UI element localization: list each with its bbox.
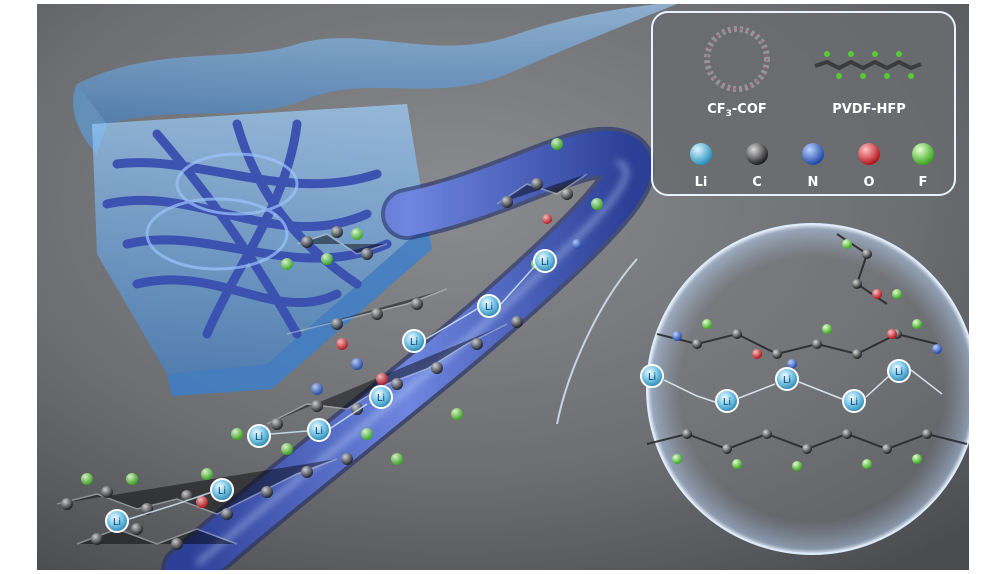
cof-ring-icon <box>704 26 770 92</box>
legend-atom-n: N <box>802 143 824 190</box>
svg-text:O: O <box>863 175 874 190</box>
li-ion: Li <box>715 389 739 413</box>
svg-text:Li: Li <box>218 486 226 497</box>
li-ion: Li <box>307 418 331 442</box>
li-ion: Li <box>842 389 866 413</box>
svg-text:Li: Li <box>723 397 731 408</box>
li-ion: Li <box>402 329 426 353</box>
svg-text:Li: Li <box>895 367 903 378</box>
li-ion: Li <box>477 294 501 318</box>
svg-text:Li: Li <box>850 397 858 408</box>
svg-text:Li: Li <box>410 337 418 348</box>
legend-material-pvdf: PVDF-HFP <box>832 102 906 117</box>
svg-text:C: C <box>752 175 762 190</box>
svg-text:Li: Li <box>255 432 263 443</box>
svg-text:Li: Li <box>541 257 549 268</box>
legend-material-cof: CF3-COF <box>707 102 767 119</box>
legend-atom-f: F <box>912 143 934 190</box>
svg-text:Li: Li <box>377 393 385 404</box>
magnified-view: Li Li Li Li Li <box>556 223 969 555</box>
li-ion-path: Li Li Li Li Li Li Li Li <box>105 249 557 533</box>
legend-atom-c: C <box>746 143 768 190</box>
legend-atom-li: Li <box>690 143 712 190</box>
polymer-fiber <box>161 126 656 570</box>
li-ion: Li <box>105 509 129 533</box>
li-ion: Li <box>775 367 799 391</box>
svg-text:Li: Li <box>315 426 323 437</box>
li-ion: Li <box>210 478 234 502</box>
svg-text:N: N <box>808 175 819 190</box>
svg-text:Li: Li <box>485 302 493 313</box>
membrane-slab <box>92 104 432 396</box>
svg-text:Li: Li <box>113 517 121 528</box>
legend-atom-o: O <box>858 143 880 190</box>
svg-text:F: F <box>919 175 928 190</box>
li-ion: Li <box>887 359 911 383</box>
svg-text:Li: Li <box>783 375 791 386</box>
svg-text:Li: Li <box>695 175 708 190</box>
li-ion: Li <box>640 364 664 388</box>
svg-text:Li: Li <box>648 372 656 383</box>
legend-box: CF3-COF PVDF-HFP Li C N O F <box>651 11 956 196</box>
li-ion: Li <box>533 249 557 273</box>
li-ion: Li <box>369 385 393 409</box>
li-ion: Li <box>247 424 271 448</box>
pvdf-hfp-chain-icon <box>814 51 922 79</box>
diagram-canvas: Li Li Li Li Li Li Li Li <box>37 4 969 570</box>
